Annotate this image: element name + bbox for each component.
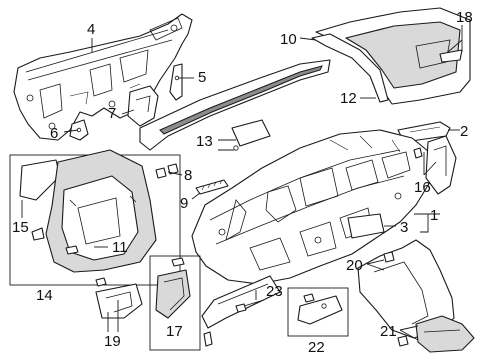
- callout-17: 17: [166, 323, 183, 340]
- label-pad-part-3: [347, 213, 385, 239]
- callout-11: 11: [112, 239, 128, 256]
- bracket-part-7: [127, 85, 159, 127]
- callout-3: 3: [400, 219, 408, 236]
- callout-15: 15: [12, 219, 29, 236]
- callout-5: 5: [198, 69, 206, 86]
- callout-4: 4: [87, 21, 95, 38]
- corner-trim-part-17: [155, 257, 191, 319]
- glove-box-assembly: [19, 149, 157, 273]
- callout-16: 16: [414, 179, 431, 196]
- callout-20: 20: [346, 257, 363, 274]
- bracket-part-6: [69, 119, 89, 141]
- group-box-22: [287, 287, 349, 337]
- callout-10: 10: [280, 31, 297, 48]
- trim-strip-part-23: [201, 275, 281, 347]
- callout-23: 23: [266, 283, 283, 300]
- callout-14: 14: [36, 287, 53, 304]
- callout-21: 21: [380, 323, 397, 340]
- callout-2: 2: [460, 123, 468, 140]
- instrument-panel: [191, 129, 435, 285]
- bracket-part-22: [297, 293, 343, 325]
- cross-car-beam: [13, 13, 193, 141]
- callout-18: 18: [456, 9, 473, 26]
- callout-labels: 1 2 3 4 5 6 7 8 9 10 11 12 13 14 15 16 1…: [12, 9, 473, 356]
- callout-7: 7: [108, 105, 116, 122]
- lower-side-panel: [357, 239, 475, 353]
- callout-8: 8: [184, 167, 192, 184]
- panel-part-13: [231, 119, 271, 151]
- callout-6: 6: [50, 125, 58, 142]
- callout-22: 22: [308, 339, 325, 356]
- bracket-part-5: [169, 63, 183, 101]
- vent-strip-part-9: [195, 179, 229, 195]
- callout-12: 12: [340, 90, 357, 107]
- leader-lines: [21, 25, 463, 341]
- callout-1: 1: [430, 207, 438, 224]
- trim-piece-part-19: [95, 277, 143, 319]
- dash-top-cover: [139, 59, 331, 151]
- cluster-bezel-arm: [311, 33, 389, 103]
- callout-13: 13: [196, 133, 213, 150]
- callout-19: 19: [104, 333, 121, 350]
- callout-9: 9: [180, 195, 188, 212]
- side-bracket-part-16: [413, 135, 457, 195]
- clips-part-8: [155, 163, 179, 179]
- group-box-17: [149, 255, 201, 351]
